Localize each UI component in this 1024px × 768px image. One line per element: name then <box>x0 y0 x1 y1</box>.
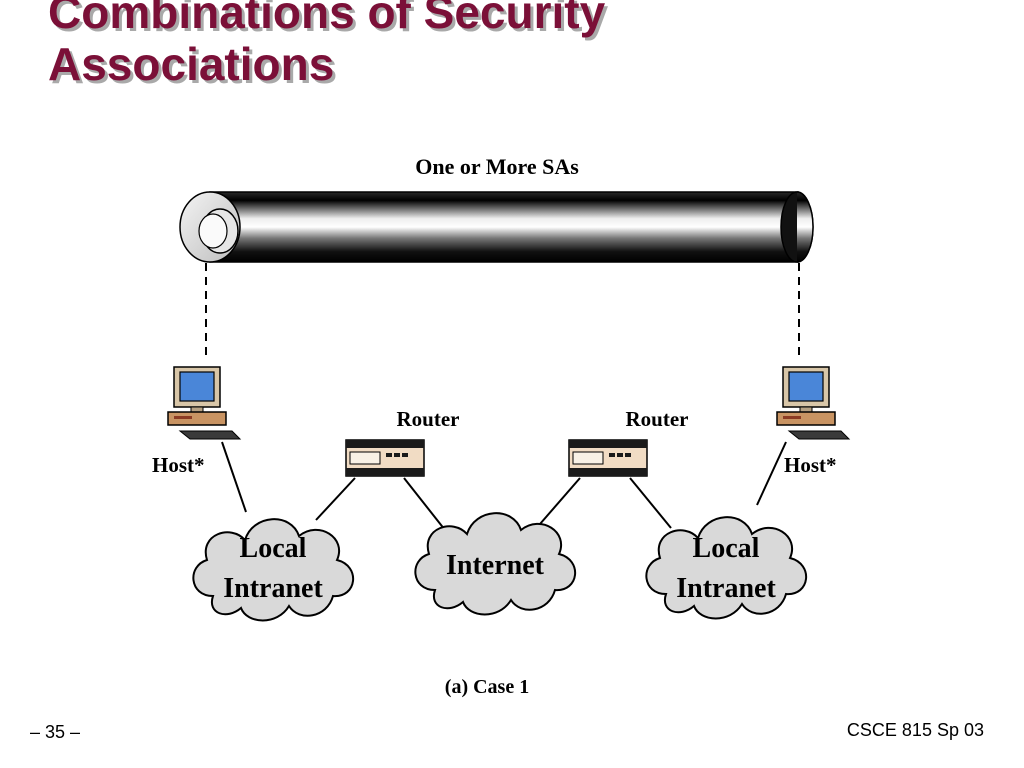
right-cloud-label-line-2: Intranet <box>676 573 776 604</box>
left-router-label: Router <box>397 407 460 431</box>
diagram-caption: (a) Case 1 <box>445 676 529 698</box>
connection-lines <box>221 441 787 531</box>
course-label: CSCE 815 Sp 03 <box>846 720 984 740</box>
center-cloud-icon <box>414 512 576 616</box>
center-cloud-label: Internet <box>446 550 545 581</box>
page-number: – 35 – <box>30 722 81 742</box>
right-router-icon <box>568 439 648 477</box>
right-router-label: Router <box>626 407 689 431</box>
right-host-label: Host* <box>784 453 837 477</box>
right-cloud-label-line-1: Local <box>693 533 760 564</box>
right-cloud-icon <box>645 516 807 620</box>
left-cloud-label-line-1: Local <box>240 533 307 564</box>
left-host-label: Host* <box>152 453 205 477</box>
left-cloud-icon <box>192 518 354 622</box>
left-cloud-label-line-2: Intranet <box>223 573 323 604</box>
sa-tunnel <box>179 191 814 263</box>
left-host-computer-icon <box>167 366 242 440</box>
slide-title-line-1: Combinations of Security <box>48 0 606 38</box>
right-host-computer-icon <box>776 366 851 440</box>
left-router-icon <box>345 439 425 477</box>
tunnel-label: One or More SAs <box>415 154 579 179</box>
slide-title: Combinations of Security Associations <box>48 0 948 90</box>
slide-title-line-2: Associations <box>48 38 335 90</box>
